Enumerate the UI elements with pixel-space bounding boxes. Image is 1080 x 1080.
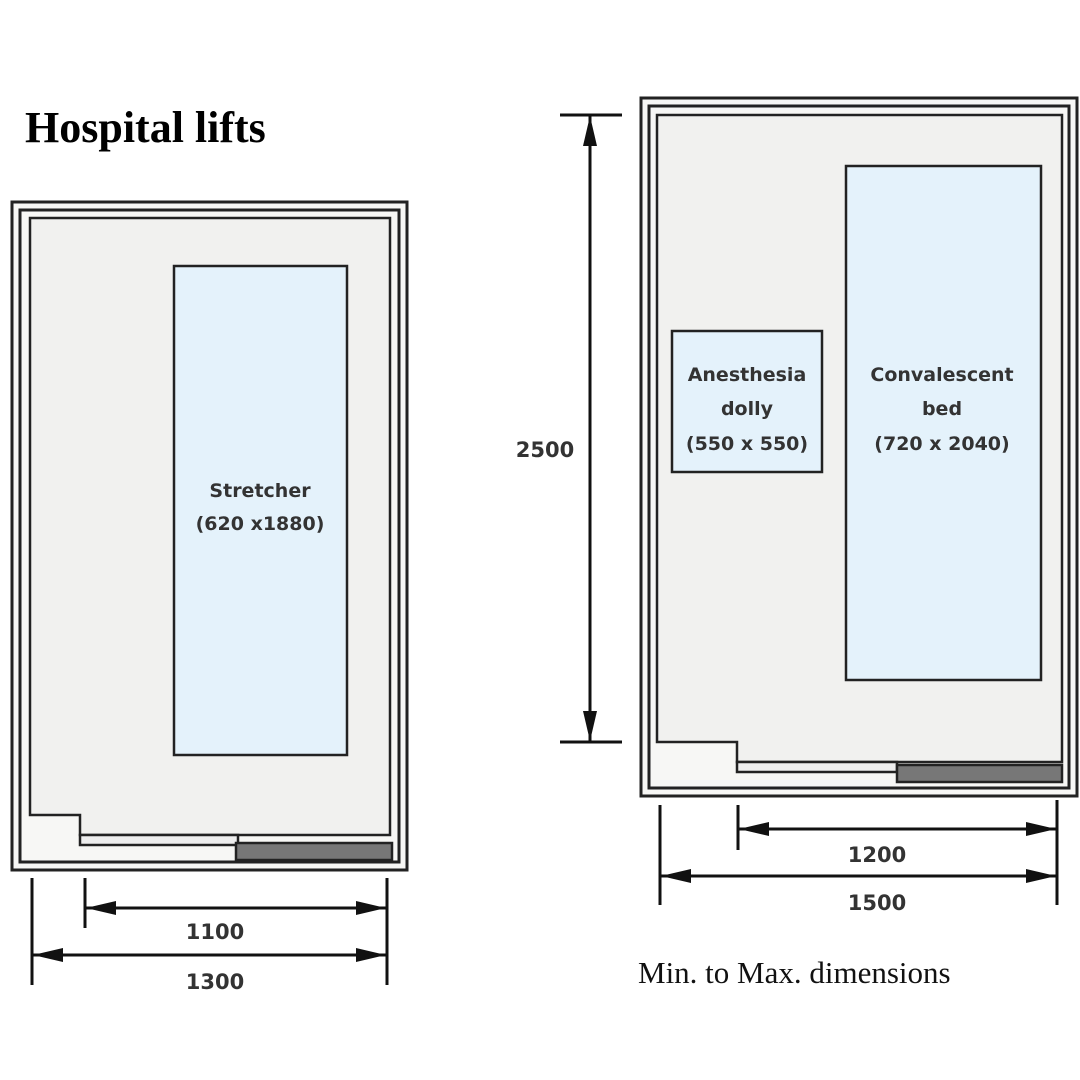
dolly-label-line2: dolly [721,398,774,420]
right-door-panel [735,760,899,774]
dim-label-inner-width: 1100 [186,920,244,944]
right-lift-wall [647,104,1071,790]
bed-label-line1: Convalescent [870,364,1013,386]
left-lift: Stretcher (620 x1880) 1100 1300 [10,200,409,994]
stretcher-box [172,264,349,757]
right-door-panel-dark [895,763,1064,784]
dim-label-inner-width: 1200 [848,843,906,867]
dim-label-depth: 2500 [516,438,574,462]
left-door-panel-dark [234,841,394,862]
bed-size: (720 x 2040) [874,433,1009,455]
dim-label-outer-width: 1500 [848,891,906,915]
bed-label-line2: bed [922,398,962,420]
left-lift-wall [18,208,401,864]
dolly-size: (550 x 550) [686,433,808,455]
left-door-panel [78,833,240,847]
right-lift: Anesthesia dolly (550 x 550) Convalescen… [516,96,1079,915]
page-title: Hospital lifts [25,103,266,152]
convalescent-bed-box [844,164,1043,682]
caption: Min. to Max. dimensions [638,955,951,990]
stretcher-size: (620 x1880) [196,513,325,535]
stretcher-label: Stretcher [209,480,311,502]
dim-label-outer-width: 1300 [186,970,244,994]
anesthesia-dolly-box [670,329,824,474]
dolly-label-line1: Anesthesia [688,364,807,386]
